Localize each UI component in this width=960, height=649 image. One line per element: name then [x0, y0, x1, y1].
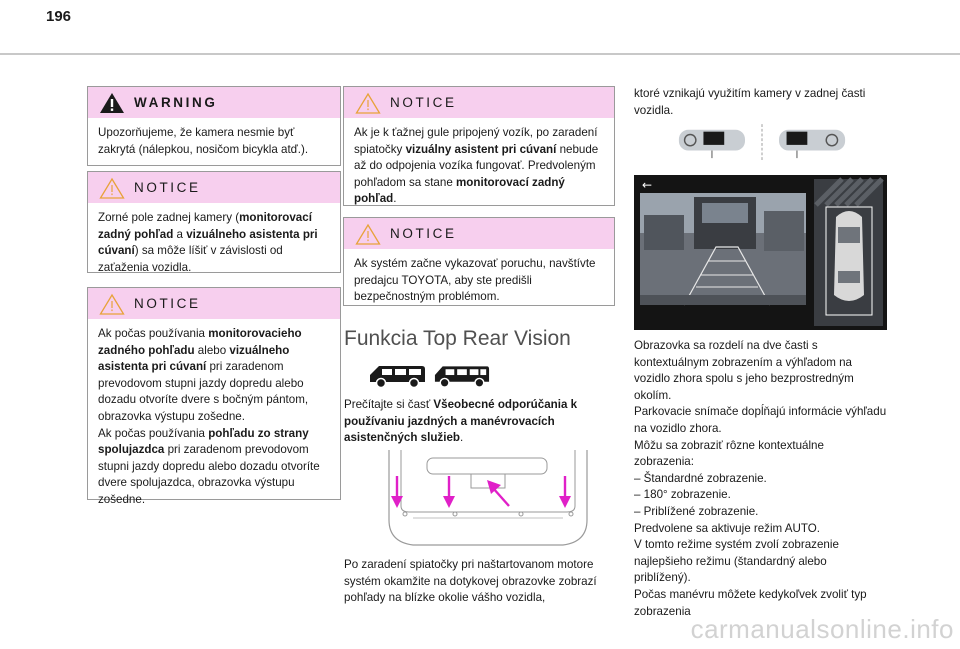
notice-trailer-box: NOTICE Ak je k ťažnej gule pripojený voz…: [343, 86, 615, 206]
notice-fault-text: Ak systém začne vykazovať poruchu, navšt…: [354, 257, 596, 304]
notice-doors-text: Ak počas používania monitorovacieho zadn…: [98, 327, 320, 506]
section-title: Funkcia Top Rear Vision: [344, 327, 571, 350]
description-line: Počas manévru môžete kedykoľvek zvoliť t…: [634, 587, 867, 601]
screen-description: Obrazovka sa rozdelí na dve časti s kont…: [634, 338, 924, 620]
vehicle-rear-illustration: [388, 450, 588, 546]
page-number: 196: [46, 8, 72, 25]
warning-header: WARNING: [88, 87, 340, 118]
notice-fault-box: NOTICE Ak systém začne vykazovať poruchu…: [343, 217, 615, 306]
description-line: najlepšieho režimu (štandardný alebo: [634, 554, 827, 568]
notice-trailer-text: Ak je k ťažnej gule pripojený vozík, po …: [354, 126, 599, 206]
warning-box: WARNING Upozorňujeme, že kamera nesmie b…: [87, 86, 341, 166]
notice-triangle-icon: [99, 293, 125, 315]
back-arrow-icon: ←: [642, 178, 652, 192]
description-line: Parkovacie snímače dopĺňajú informácie v…: [634, 405, 887, 419]
camera-intro-text: ktoré vznikajú využitím kamery v zadnej …: [634, 87, 866, 117]
notice-field-header: NOTICE: [88, 172, 340, 203]
description-line: na vozidlo zhora.: [634, 421, 722, 435]
warning-title: WARNING: [134, 95, 218, 110]
notice-trailer-title: NOTICE: [390, 95, 457, 110]
watermark: carmanualsonline.info: [690, 614, 954, 644]
description-line: vozidlo zhora spolu s jeho bezprostredný…: [634, 372, 854, 386]
notice-doors-header: NOTICE: [88, 288, 340, 319]
rear-camera-view: [640, 193, 806, 306]
notice-triangle-icon: [99, 177, 125, 199]
list-item: – Priblížené zobrazenie.: [634, 504, 759, 518]
notice-field-title: NOTICE: [134, 180, 201, 195]
notice-fault-header: NOTICE: [344, 218, 614, 249]
notice-triangle-icon: [355, 223, 381, 245]
header-rule: [0, 53, 960, 55]
notice-field-box: NOTICE Zorné pole zadnej kamery (monitor…: [87, 171, 341, 274]
description-line: zobrazenia: [634, 604, 691, 618]
description-line: zobrazenia:: [634, 455, 694, 469]
reverse-gear-text: Po zaradení spiatočky pri naštartovanom …: [344, 558, 597, 605]
reference-text: Prečítajte si časť Všeobecné odporúčania…: [344, 398, 578, 445]
camera-screen: ←: [634, 175, 887, 330]
description-line: Môžu sa zobraziť rôzne kontextuálne: [634, 438, 824, 452]
description-line: priblížený).: [634, 571, 691, 585]
list-item: – Štandardné zobrazenie.: [634, 471, 767, 485]
warning-triangle-icon: [100, 92, 124, 113]
description-line: okolím.: [634, 388, 672, 402]
van-long-icon: [434, 366, 490, 388]
mirror-screen-icons: [678, 124, 846, 160]
notice-triangle-icon: [355, 92, 381, 114]
list-item: – 180° zobrazenie.: [634, 488, 731, 502]
notice-doors-title: NOTICE: [134, 296, 201, 311]
top-view: [814, 177, 884, 326]
description-line: kontextuálnym zobrazením a výhľadom na: [634, 355, 852, 369]
notice-trailer-header: NOTICE: [344, 87, 614, 118]
warning-text: Upozorňujeme, že kamera nesmie byť zakry…: [98, 126, 309, 156]
notice-doors-box: NOTICE Ak počas používania monitorovacie…: [87, 287, 341, 506]
van-icon: [370, 366, 425, 389]
notice-fault-title: NOTICE: [390, 226, 457, 241]
description-line: V tomto režime systém zvolí zobrazenie: [634, 538, 839, 552]
description-line: Obrazovka sa rozdelí na dve časti s: [634, 339, 818, 352]
notice-field-text: Zorné pole zadnej kamery (monitorovací z…: [98, 211, 318, 274]
description-line: Predvolene sa aktivuje režim AUTO.: [634, 521, 821, 535]
